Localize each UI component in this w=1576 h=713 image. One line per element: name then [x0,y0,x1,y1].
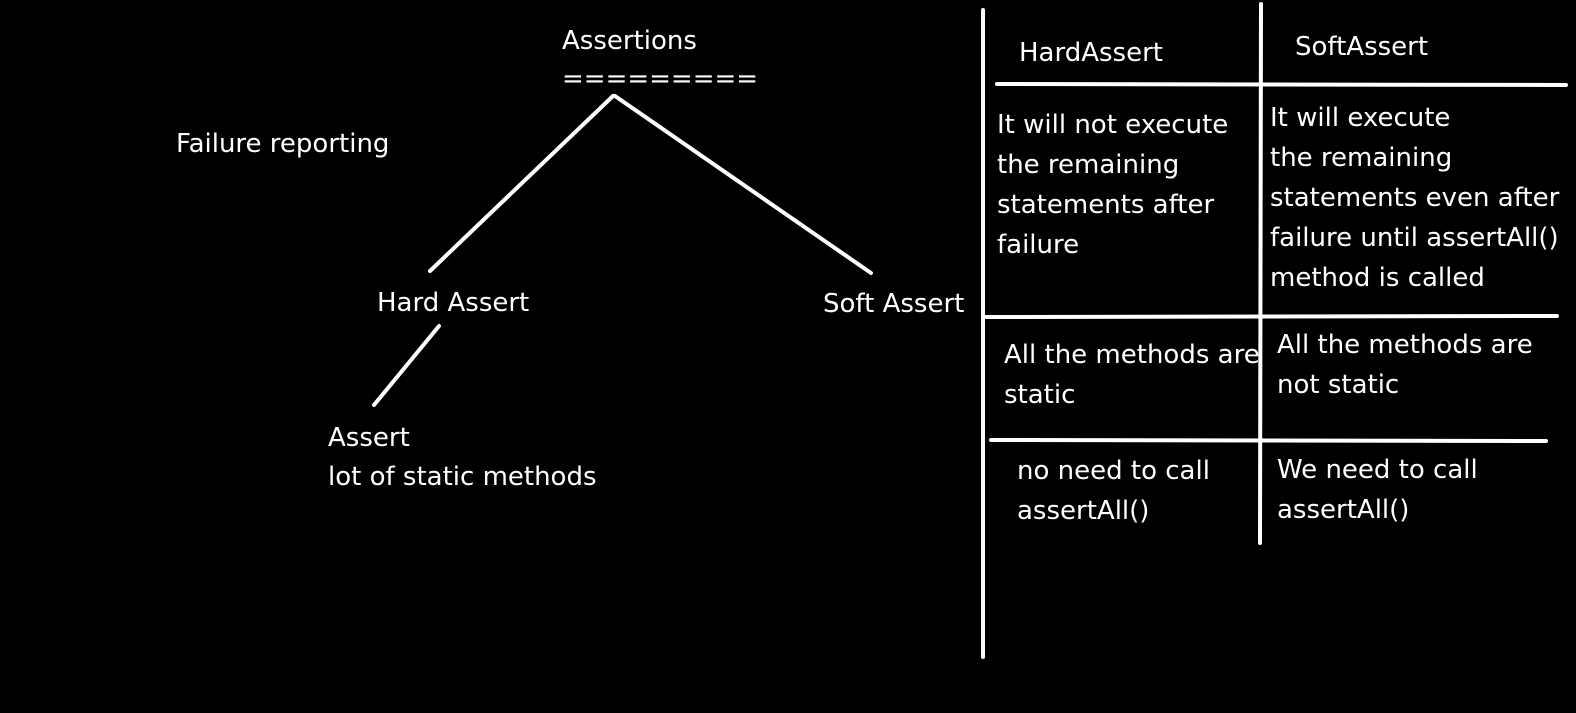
row1-soft-line1: It will execute [1270,103,1451,133]
row2-hard-line2: static [1004,380,1076,410]
edge-root-to-hard-assert [428,94,615,273]
row1-hard-cell: It will not execute the remaining statem… [997,105,1228,265]
row1-hard-line2: the remaining [997,150,1180,180]
table-header-divider [995,82,1568,87]
row1-soft-line3: statements even after [1270,183,1560,213]
row2-soft-line2: not static [1277,370,1400,400]
row2-soft-cell: All the methods are not static [1277,325,1533,405]
row1-soft-line2: the remaining [1270,143,1453,173]
row1-soft-line5: method is called [1270,263,1485,293]
row3-soft-cell: We need to call assertAll() [1277,450,1478,530]
row3-hard-cell: no need to call assertAll() [1017,451,1210,531]
edge-root-to-soft-assert [613,94,873,275]
root-node-underline: ========= [562,64,759,94]
row1-soft-line4: failure until assertAll() [1270,223,1559,253]
table-row2-divider [989,438,1548,443]
row1-soft-cell: It will execute the remaining statements… [1270,98,1559,298]
row2-soft-line1: All the methods are [1277,330,1533,360]
assert-class-label: Assert [328,423,410,453]
static-methods-label: lot of static methods [328,462,597,492]
table-row1-divider [984,314,1559,319]
table-column-divider [1258,2,1263,545]
header-softassert: SoftAssert [1295,32,1429,62]
row1-hard-line3: statements after [997,190,1215,220]
row2-hard-line1: All the methods are [1004,340,1260,370]
row3-hard-line2: assertAll() [1017,496,1150,526]
row3-soft-line2: assertAll() [1277,495,1410,525]
edge-hard-assert-to-assert [372,324,441,407]
soft-assert-node-label: Soft Assert [823,289,965,319]
failure-reporting-note: Failure reporting [176,129,390,159]
row2-hard-cell: All the methods are static [1004,335,1260,415]
row1-hard-line4: failure [997,230,1080,260]
header-hardassert: HardAssert [1019,38,1163,68]
hard-assert-node-label: Hard Assert [377,288,530,318]
row3-hard-line1: no need to call [1017,456,1210,486]
row3-soft-line1: We need to call [1277,455,1478,485]
root-node-label: Assertions [562,26,697,56]
row1-hard-line1: It will not execute [997,110,1229,140]
